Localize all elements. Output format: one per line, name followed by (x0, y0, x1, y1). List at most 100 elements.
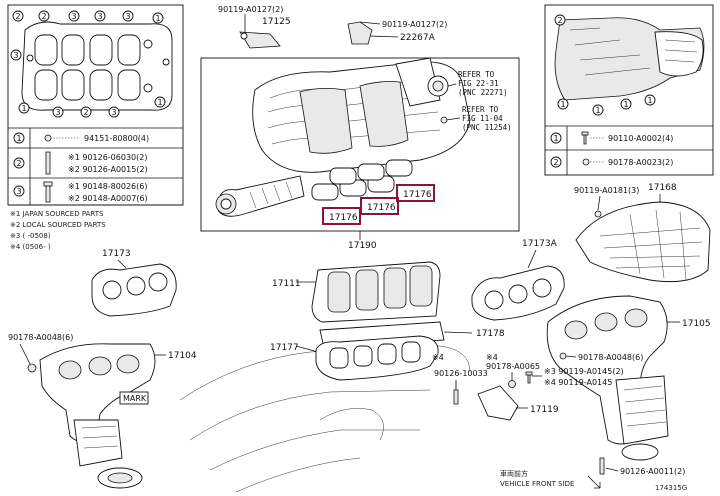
svg-text:3: 3 (98, 12, 103, 21)
highlight-box-2 (360, 197, 399, 215)
svg-text:3: 3 (112, 108, 117, 117)
callout-17125: 17125 (262, 17, 291, 27)
callout-90178-a0065: 90178-A0065 (486, 362, 540, 371)
r-row2-num: 2 (554, 158, 559, 167)
callout-s3-90119-a0145: ※3 90119-A0145(2) (544, 367, 624, 376)
air-intake-drawing: 2 1 1 1 1 (554, 14, 705, 116)
svg-text:1: 1 (596, 106, 601, 115)
callout-17176-c: 17176 (329, 213, 358, 223)
note-4: ※4 (0506- ) (10, 243, 51, 251)
vehicle-front-indicator: 車両前方 VEHICLE FRONT SIDE 174315G (500, 469, 687, 492)
highlight-box-3 (322, 207, 361, 225)
row2-part-b: ※2 90126-A0015(2) (68, 165, 148, 174)
svg-text:1: 1 (158, 98, 163, 107)
engine-block-outline (179, 345, 471, 493)
callout-17177: 17177 (270, 343, 299, 353)
refer1-b: FIG 22-31 (458, 79, 499, 88)
svg-text:1: 1 (22, 104, 27, 113)
mark-label-box (119, 391, 149, 405)
callout-17173a: 17173A (522, 239, 558, 249)
r-row2-part: 90178-A0023(2) (608, 158, 673, 167)
callout-17178: 17178 (476, 329, 505, 339)
callout-17176-a: 17176 (403, 190, 432, 200)
callout-17111: 17111 (272, 279, 301, 289)
right-inset-frame (544, 4, 714, 176)
callout-s4-90119-a0145: ※4 90119-A0145 (544, 378, 612, 387)
callout-s4a: ※4 (432, 353, 444, 362)
svg-text:1: 1 (624, 100, 629, 109)
nut-icon (508, 380, 516, 388)
row3-part-b: ※2 90148-A0007(6) (68, 194, 148, 203)
refer1-a: REFER TO (458, 70, 495, 79)
svg-text:2: 2 (558, 16, 563, 25)
row3-part-a: ※1 90148-80026(6) (68, 182, 147, 191)
callout-22267a: 22267A (400, 33, 436, 43)
bolt-icon (525, 371, 533, 376)
refer1-c: (PNC 22271) (458, 88, 508, 97)
bracket-17119 (477, 385, 519, 421)
svg-text:2: 2 (42, 12, 47, 21)
manifold-body (252, 57, 471, 173)
manifold-gaskets (311, 159, 413, 201)
gasket-17173: 17173 (91, 249, 177, 317)
callout-17105: 17105 (682, 319, 711, 329)
callout-90119-a0127-right: 90119-A0127(2) (382, 20, 447, 29)
highlight-box-1 (396, 184, 435, 202)
callout-mark: MARK (123, 394, 147, 403)
callout-90126-a0011: 90126-A0011(2) (620, 467, 685, 476)
callout-90119-a0127-left: 90119-A0127(2) (218, 5, 283, 14)
row1-part: 94151-80800(4) (84, 134, 149, 143)
heat-insulator-17168: 90119-A0181(3) 17168 (574, 183, 711, 283)
exhaust-manifold-17105: 17105 90178-A0048(6) 90126-A0011(2) (546, 295, 711, 476)
callout-90178-a0048-left: 90178-A0048(6) (8, 333, 73, 342)
nut-icon (44, 134, 52, 142)
callout-s4b: ※4 (486, 353, 498, 362)
r-row1-part: 90110-A0002(4) (608, 134, 673, 143)
row2-part-a: ※1 90126-06030(2) (68, 153, 147, 162)
callout-17176-b: 17176 (367, 203, 396, 213)
left-inset-notes: ※1 JAPAN SOURCED PARTS ※2 LOCAL SOURCED … (10, 210, 106, 251)
vehicle-front-jp: 車両前方 (500, 469, 528, 478)
figure-code: 174315G (655, 484, 687, 492)
svg-text:1: 1 (156, 14, 161, 23)
stud-icon (599, 457, 605, 475)
sensor-22267a (347, 21, 373, 45)
r-row1-num: 1 (554, 134, 559, 143)
bolt-icon (581, 131, 589, 136)
row3-num: 3 (17, 187, 22, 196)
exhaust-manifold-17104: 90178-A0048(6) 17104 MARK (8, 333, 197, 489)
refer-labels: REFER TO FIG 22-31 (PNC 22271) REFER TO … (440, 70, 512, 132)
callout-17190: 17190 (348, 241, 377, 251)
nut-icon (27, 363, 37, 373)
bolt-head-icon (43, 181, 53, 187)
vehicle-front-label: VEHICLE FRONT SIDE (500, 480, 574, 488)
refer2-c: (PNC 11254) (462, 123, 512, 132)
arrow-icon (587, 475, 601, 489)
svg-text:3: 3 (72, 12, 77, 21)
gasket-17173a: 17173A (471, 239, 565, 321)
svg-text:1: 1 (561, 100, 566, 109)
stud-icon (453, 389, 459, 405)
callout-17173: 17173 (102, 249, 131, 259)
note-2: ※2 LOCAL SOURCED PARTS (10, 221, 106, 229)
intake-manifold-assembly: 90119-A0127(2) 17125 90119-A0127(2) 2226… (200, 5, 520, 251)
right-inset-table: 1 90110-A0002(4) 2 90178-A0023(2) (545, 125, 713, 175)
callout-17168: 17168 (648, 183, 677, 193)
svg-text:2: 2 (84, 108, 89, 117)
highlighted-gasket-callouts: 17176 17176 17176 (322, 184, 435, 225)
refer2-a: REFER TO (462, 105, 499, 114)
svg-text:2: 2 (16, 12, 21, 21)
note-1: ※1 JAPAN SOURCED PARTS (10, 210, 104, 218)
note-3: ※3 ( -0508) (10, 232, 51, 240)
bracket-17125 (239, 31, 281, 49)
callout-17119: 17119 (530, 405, 559, 415)
intake-pipe (215, 175, 305, 217)
center-fasteners: ※4 ※4 90178-A0065 90126-10033 ※3 90119-A… (432, 353, 624, 421)
stud-icon (45, 151, 51, 175)
svg-text:3: 3 (14, 51, 19, 60)
callout-90119-a0181: 90119-A0181(3) (574, 186, 639, 195)
callout-90178-a0048-right: 90178-A0048(6) (578, 353, 643, 362)
callout-17104: 17104 (168, 351, 197, 361)
row2-num: 2 (17, 159, 22, 168)
